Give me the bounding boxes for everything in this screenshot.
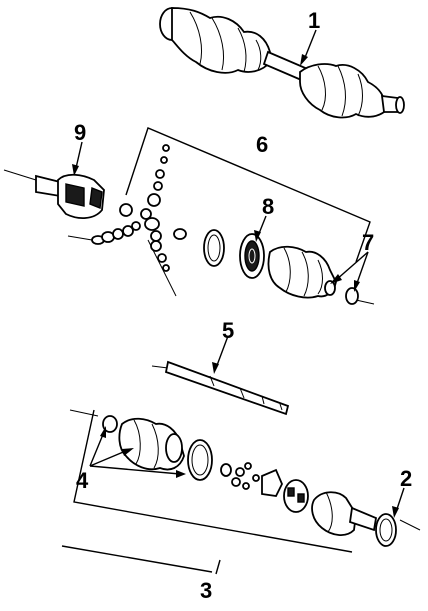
inner-housing [35,173,105,219]
group-bracket-3 [73,409,353,553]
callout-labels: 1 2 3 4 5 6 7 8 9 [74,8,412,603]
bearing-cage [239,233,265,279]
inner-boot [267,245,337,299]
complete-axle-assembly [159,7,405,119]
inner-race [261,468,283,497]
callout-9: 9 [74,120,86,145]
leader-lines [61,29,405,575]
outer-seal-ring [375,513,397,547]
callout-8: 8 [262,194,274,219]
callout-2: 2 [400,466,412,491]
boot-clamp-small [324,280,336,296]
callout-3: 3 [200,578,212,603]
callout-7: 7 [362,230,374,255]
retaining-ring [203,229,225,267]
callout-4: 4 [76,468,89,493]
callout-1: 1 [308,8,320,33]
callout-6: 6 [256,132,268,157]
inner-joint-exploded-parts [3,127,375,305]
snap-rings-and-balls [91,144,187,272]
group-bracket-6 [125,127,371,263]
outer-joint-exploded-parts [69,409,421,553]
boot-clamp-large [345,287,359,305]
outer-cage [283,479,309,513]
outer-cv-joint [311,491,378,536]
outer-boot [118,417,185,471]
callout-5: 5 [222,318,234,343]
intermediate-shaft [151,360,290,416]
